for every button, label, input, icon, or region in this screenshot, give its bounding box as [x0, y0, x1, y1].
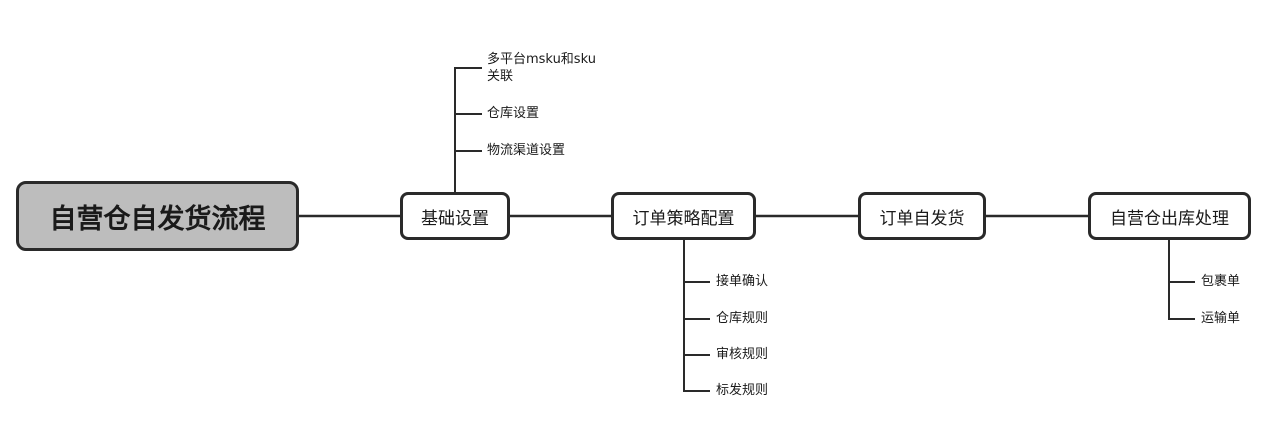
- node-order-self-ship[interactable]: 订单自发货: [858, 192, 986, 240]
- leaf-msku-sku-link-line1: 多平台msku和sku: [487, 52, 596, 67]
- node-order-self-ship-label: 订单自发货: [879, 208, 965, 229]
- leaf-logistics-channel-settings[interactable]: 物流渠道设置: [487, 143, 566, 158]
- root-node[interactable]: 自营仓自发货流程: [16, 181, 299, 251]
- leaf-msku-sku-link-line2: 关联: [487, 69, 514, 84]
- leaf-review-rules[interactable]: 审核规则: [716, 347, 769, 362]
- leaf-warehouse-settings[interactable]: 仓库设置: [487, 106, 540, 121]
- node-order-strategy[interactable]: 订单策略配置: [611, 192, 756, 240]
- node-warehouse-outbound-label: 自营仓出库处理: [1110, 208, 1229, 229]
- node-warehouse-outbound[interactable]: 自营仓出库处理: [1088, 192, 1251, 240]
- leaf-msku-sku-link[interactable]: 多平台msku和sku 关联: [487, 51, 596, 85]
- leaf-package-order[interactable]: 包裹单: [1201, 274, 1241, 289]
- leaf-warehouse-rules[interactable]: 仓库规则: [716, 311, 769, 326]
- node-order-strategy-label: 订单策略配置: [632, 208, 735, 229]
- leaf-order-acceptance[interactable]: 接单确认: [716, 274, 769, 289]
- root-node-label: 自营仓自发货流程: [49, 203, 266, 235]
- leaf-transport-order[interactable]: 运输单: [1201, 311, 1241, 326]
- node-basic-settings[interactable]: 基础设置: [400, 192, 510, 240]
- node-basic-settings-label: 基础设置: [421, 208, 489, 229]
- leaf-mark-ship-rules[interactable]: 标发规则: [716, 383, 769, 398]
